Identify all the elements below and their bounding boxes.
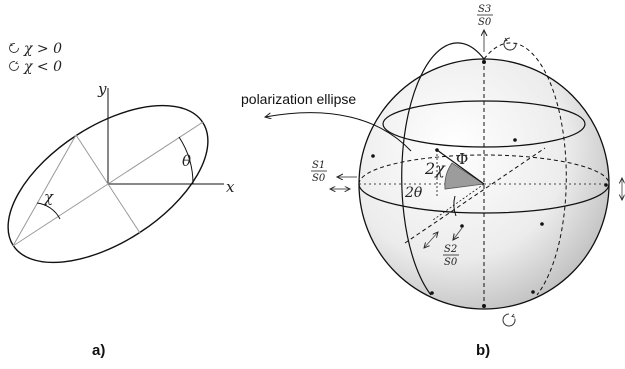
panel-a: χ > 0 χ < 0 y x θ χ a) [7,41,235,359]
s3-denominator: S0 [478,17,492,28]
panel-b: S3 S0 S1 S0 S2 S0 2χ Φ 2θ polarization e… [241,4,622,359]
chi-arc [36,202,61,220]
two-theta-label: 2θ [404,185,423,201]
s1-numerator: S1 [312,160,325,171]
chi-label: χ [43,188,54,206]
s2-numerator: S2 [444,244,457,255]
reference-dots [371,60,608,308]
polarization-vector [436,149,485,185]
theta-arc [178,136,194,185]
angle-wedge [444,162,486,190]
theta-ray [432,183,485,221]
bottom-rotation-icon [502,313,516,327]
cw-rotation-icon [9,61,19,71]
legend: χ > 0 χ < 0 [9,41,62,75]
equator-back [358,154,610,185]
panel-a-label: a) [92,342,105,359]
s1-denominator: S0 [312,173,326,184]
legend-chi-positive: χ > 0 [23,41,62,57]
s2-axis-interior [404,147,546,244]
two-theta-arc [453,195,457,217]
meridian-front [401,42,485,296]
polarization-ellipse-callout: polarization ellipse [241,91,356,107]
chi-triangle-edge [12,134,77,247]
top-rotation-icon [503,37,517,51]
diagonal-polarization-icon [424,232,438,248]
minor-axis [75,134,141,234]
theta-label: θ [182,152,191,170]
legend-chi-negative: χ < 0 [23,59,62,75]
x-axis-label: x [226,178,235,196]
s2-denominator: S0 [444,257,458,268]
y-axis-label: y [97,80,107,98]
two-chi-label: 2χ [424,159,446,178]
meridian-back [483,42,567,296]
equator-front [358,183,610,214]
s3-numerator: S3 [478,4,491,15]
callout-arrow [265,112,412,152]
phi-label: Φ [456,150,468,168]
s2-axis-arrow [453,227,463,240]
ccw-rotation-icon [9,43,19,53]
panel-b-label: b) [476,342,490,359]
